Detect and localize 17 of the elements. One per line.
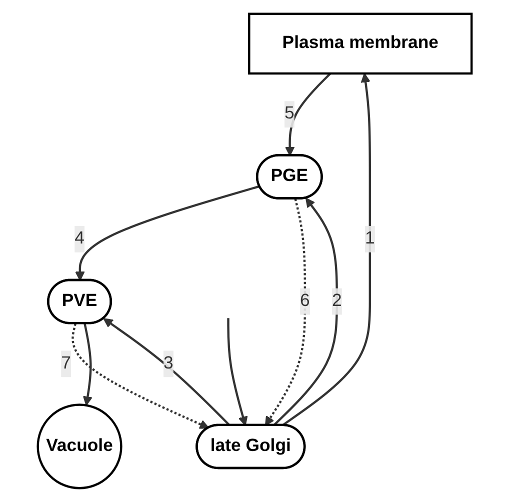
edge-label: 2 — [332, 292, 342, 310]
arrow — [273, 198, 338, 426]
arrow — [285, 72, 332, 156]
arrow — [72, 323, 210, 429]
arrow — [227, 318, 248, 426]
arrow — [75, 185, 260, 281]
edge-label: 5 — [284, 104, 295, 124]
arrow — [83, 323, 93, 406]
edge-label: 7 — [61, 354, 72, 373]
arrow — [265, 198, 306, 426]
edge-label: 4 — [74, 229, 85, 248]
node-circle: Vacuole — [37, 404, 123, 490]
node-box: Plasma membrane — [248, 12, 473, 75]
edge-label: 1 — [365, 229, 376, 248]
edge-label: 6 — [300, 292, 310, 310]
edge-label: 3 — [164, 354, 174, 373]
arrow — [282, 73, 372, 426]
